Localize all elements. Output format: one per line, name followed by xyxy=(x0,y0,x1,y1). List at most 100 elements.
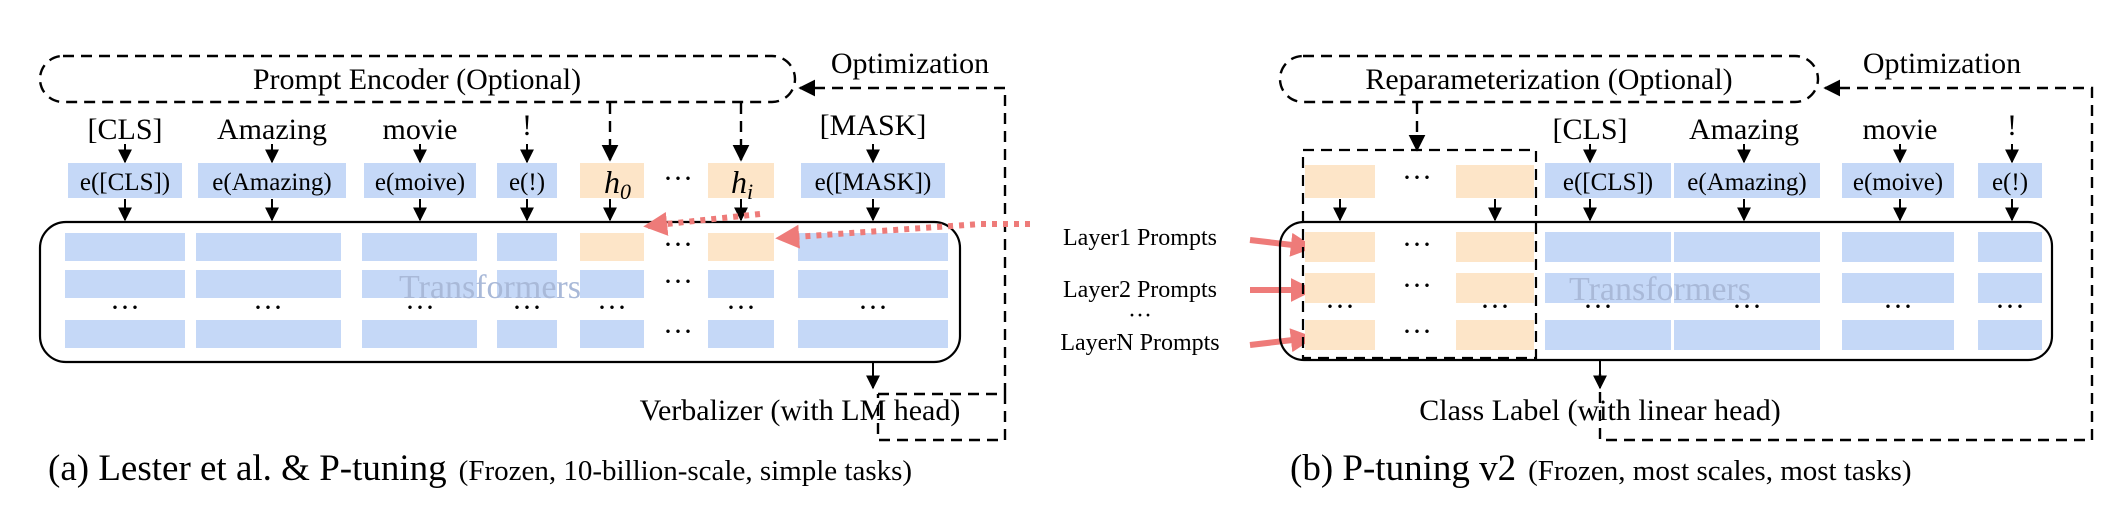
cell-a-r1-hi xyxy=(708,233,774,261)
embedding-cls-a-label: e([CLS]) xyxy=(80,169,170,196)
reparam-label: Reparameterization (Optional) xyxy=(1365,63,1732,96)
caption-b: (b) P-tuning v2(Frozen, most scales, mos… xyxy=(1290,448,1912,489)
token-movie-a: movie xyxy=(383,113,458,146)
layerN-prompts-label: LayerN Prompts xyxy=(1060,330,1219,356)
cell-a-r2-c2 xyxy=(196,270,341,298)
ellipsis-a-r2: ··· xyxy=(663,265,693,298)
ellipsis-a-r3-c6: ··· xyxy=(726,291,756,324)
layer1-prompts-label: Layer1 Prompts xyxy=(1063,225,1217,251)
transformers-label-a: Transformers xyxy=(399,269,581,306)
transformers-frame-b xyxy=(1278,220,2054,362)
cell-a-r3-c6 xyxy=(708,320,774,348)
prompt-group-box xyxy=(1301,148,1538,360)
embedding-excl-b-label: e(!) xyxy=(1992,169,2028,196)
cell-a-r1-h0 xyxy=(580,233,644,261)
ellipsis-a-r3-c2: ··· xyxy=(253,291,283,324)
prompt-b-top-2 xyxy=(1456,165,1534,198)
cell-a-r3-c4 xyxy=(497,320,557,348)
prompt-b-r1-dots: ··· xyxy=(1402,228,1432,261)
layer2-prompts-label: Layer2 Prompts xyxy=(1063,277,1217,303)
embedding-cls-b xyxy=(1545,163,1671,198)
token-cls-a: [CLS] xyxy=(88,113,163,146)
token-cls-b: [CLS] xyxy=(1553,113,1628,146)
cell-b-r1-c4 xyxy=(1978,232,2042,262)
cell-b-r3-c3 xyxy=(1842,320,1954,350)
token-excl-a: ! xyxy=(522,109,532,142)
cell-a-r1-c3 xyxy=(362,233,477,261)
cell-a-r3-c5 xyxy=(580,320,644,348)
optimization-loop-a xyxy=(800,88,1007,442)
cell-a-r1-c1 xyxy=(65,233,185,261)
class-label: Class Label (with linear head) xyxy=(1419,394,1781,427)
embedding-excl-a-label: e(!) xyxy=(509,169,545,196)
token-movie-b: movie xyxy=(1863,113,1938,146)
embedding-movie-a-label: e(moive) xyxy=(375,169,465,196)
ellipsis-b-r3-c2: ··· xyxy=(1732,290,1762,323)
cell-a-r1-mask xyxy=(798,233,948,261)
panel-b: Reparameterization (Optional) Optimizati… xyxy=(1278,47,2094,489)
cell-b-r3-c2 xyxy=(1674,320,1820,350)
token-amazing-b: Amazing xyxy=(1689,113,1799,146)
optimization-label-a: Optimization xyxy=(831,47,989,80)
ellipsis-a-r1: ··· xyxy=(663,228,693,261)
embedding-amazing-b xyxy=(1674,163,1820,198)
cell-a-r3-c2 xyxy=(196,320,341,348)
cell-b-r2-c1 xyxy=(1545,273,1671,303)
prompt-b-r2-1 xyxy=(1305,273,1375,303)
cell-a-r2-c7 xyxy=(798,270,948,298)
ellipsis-a-r3-c3: ··· xyxy=(405,291,435,324)
token-mask-a: [MASK] xyxy=(820,109,927,142)
prompt-h0 xyxy=(580,163,644,198)
prompt-b-r3-ell2: ··· xyxy=(1480,290,1510,323)
transformers-frame-a xyxy=(38,220,962,364)
embedding-amazing-a-label: e(Amazing) xyxy=(212,169,331,196)
cell-a-r2-c3 xyxy=(362,270,477,298)
cell-b-r1-c3 xyxy=(1842,232,1954,262)
prompt-b-r2-2 xyxy=(1456,273,1534,303)
prompt-b-r2-dots: ··· xyxy=(1402,269,1432,302)
prompt-dots-a: ··· xyxy=(663,162,693,195)
cell-a-r1-c4 xyxy=(497,233,557,261)
cell-a-r3-c7 xyxy=(798,320,948,348)
ellipsis-a-r3-mid: ··· xyxy=(663,315,693,348)
ellipsis-a-r3-c7: ··· xyxy=(858,291,888,324)
verbalizer-label: Verbalizer (with LM head) xyxy=(640,394,961,427)
ellipsis-b-r3-c1: ··· xyxy=(1583,290,1613,323)
caption-a: (a) Lester et al. & P-tuning(Frozen, 10-… xyxy=(48,448,912,489)
reparam-box xyxy=(1278,54,1820,104)
cell-b-r3-c1 xyxy=(1545,320,1671,350)
cell-a-r2-c4 xyxy=(497,270,557,298)
embedding-excl-a xyxy=(497,163,557,198)
prompt-b-r3-dots: ··· xyxy=(1402,315,1432,348)
embedding-amazing-b-label: e(Amazing) xyxy=(1687,169,1806,196)
embedding-excl-b xyxy=(1978,163,2042,198)
cell-b-r2-c3 xyxy=(1842,273,1954,303)
embedding-movie-b-label: e(moive) xyxy=(1853,169,1943,196)
ellipsis-b-r3-c3: ··· xyxy=(1883,290,1913,323)
embedding-cls-b-label: e([CLS]) xyxy=(1563,169,1653,196)
panel-a: Prompt Encoder (Optional) Optimization [… xyxy=(38,47,1030,489)
optimization-loop-b xyxy=(1598,79,2094,442)
embedding-cls-a xyxy=(68,163,182,198)
prompt-b-r3-1 xyxy=(1305,320,1375,350)
prompt-b-r1-1 xyxy=(1305,232,1375,262)
prompt-b-r3-ell1: ··· xyxy=(1325,290,1355,323)
cell-a-r2-c1 xyxy=(65,270,185,298)
prompt-hi xyxy=(708,163,774,198)
cell-a-r3-c1 xyxy=(65,320,185,348)
cell-b-r3-c4 xyxy=(1978,320,2042,350)
cell-a-r3-c3 xyxy=(362,320,477,348)
cell-b-r2-c4 xyxy=(1978,273,2042,303)
optimization-label-b: Optimization xyxy=(1863,47,2021,80)
layer-dots-label: ··· xyxy=(1128,303,1152,329)
cell-b-r1-c2 xyxy=(1674,232,1820,262)
ellipsis-a-r3-c1: ··· xyxy=(110,291,140,324)
embedding-movie-b xyxy=(1842,163,1954,198)
prompt-hi-label: hi xyxy=(731,164,753,204)
token-amazing-a: Amazing xyxy=(217,113,327,146)
embedding-mask-a xyxy=(801,163,945,198)
cell-b-r2-c2 xyxy=(1674,273,1820,303)
embedding-movie-a xyxy=(364,163,476,198)
cell-a-r2-c5 xyxy=(580,270,644,298)
